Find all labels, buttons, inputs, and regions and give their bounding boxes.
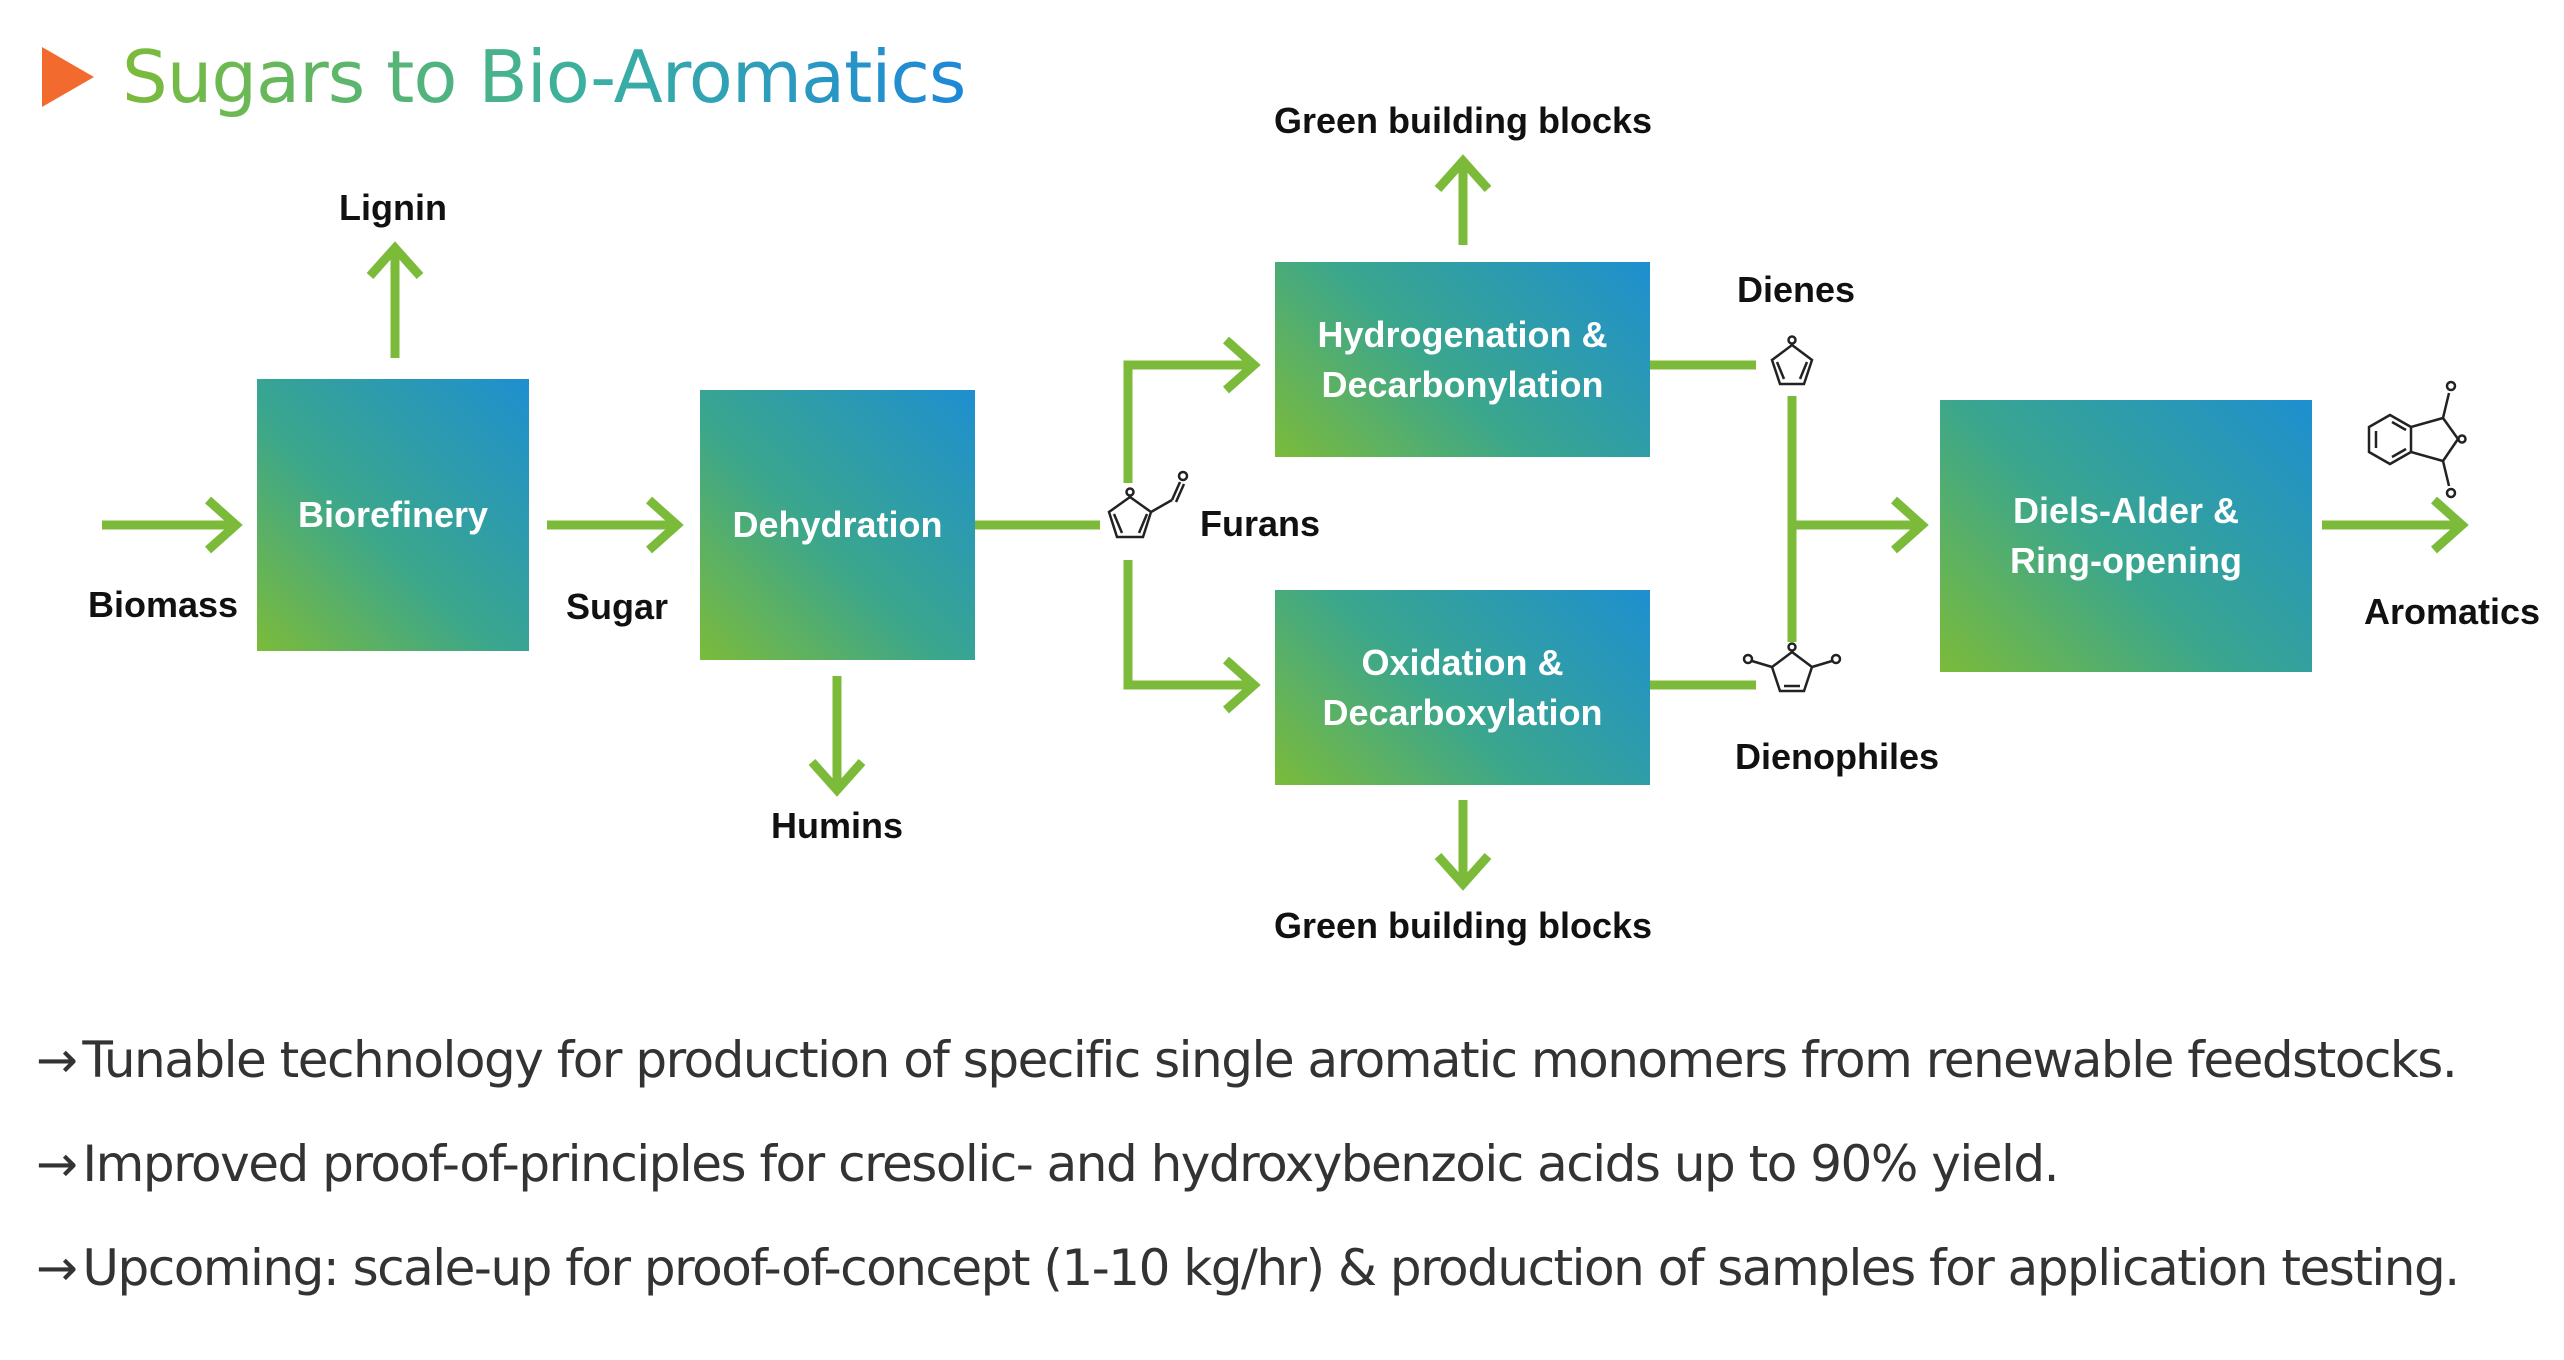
dehydration-box: Dehydration: [700, 390, 975, 660]
arrowhead: [646, 496, 684, 554]
furfural-structure-icon: [1107, 470, 1189, 539]
aromatics-label: Aromatics: [2364, 591, 2541, 632]
biorefinery-box: Biorefinery: [257, 379, 529, 651]
biorefinery-label: Biorefinery: [297, 494, 489, 535]
arrowhead: [366, 241, 424, 279]
oxidation-label-line1: Oxidation &: [1361, 641, 1564, 683]
diels-alder-label-line2: Ring-opening: [2010, 540, 2242, 581]
furan-structure-icon: [1770, 335, 1814, 386]
bullet-text: Tunable technology for production of spe…: [82, 1031, 2457, 1089]
bullet-list: →Tunable technology for production of sp…: [36, 1030, 2460, 1342]
green-building-blocks-bottom-label: Green building blocks: [1273, 905, 1653, 946]
arrow-furans-to-oxidation: [1123, 560, 1250, 690]
hydrogenation-label-line1: Hydrogenation &: [1317, 313, 1608, 355]
flow-connectors: [102, 154, 2469, 891]
arrowhead: [205, 496, 243, 554]
dehydration-label: Dehydration: [732, 504, 943, 545]
title-bar: Sugars to Bio-Aromatics: [42, 22, 966, 132]
oxidation-decarboxylation-box: Oxidation & Decarboxylation: [1275, 590, 1650, 785]
diels-alder-ring-opening-box: Diels-Alder & Ring-opening: [1940, 400, 2312, 672]
bullet-item: →Improved proof-of-principles for cresol…: [36, 1134, 2459, 1238]
bullet-text: Upcoming: scale-up for proof-of-concept …: [82, 1239, 2460, 1297]
diels-alder-label-line1: Diels-Alder &: [2012, 490, 2240, 531]
green-building-blocks-top-label: Green building blocks: [1273, 100, 1653, 141]
sugar-label: Sugar: [566, 586, 669, 627]
dienophiles-label: Dienophiles: [1735, 736, 1940, 777]
phthalic-anhydride-structure-icon: [2367, 380, 2467, 499]
maleic-anhydride-structure-icon: [1742, 642, 1842, 693]
play-triangle-icon: [42, 47, 94, 107]
bullet-item: →Upcoming: scale-up for proof-of-concept…: [36, 1238, 2460, 1342]
arrowhead: [1434, 154, 1492, 192]
hydrogenation-decarbonylation-box: Hydrogenation & Decarbonylation: [1275, 262, 1650, 457]
arrowhead: [1223, 336, 1261, 394]
page-title: Sugars to Bio-Aromatics: [122, 35, 966, 119]
bullet-item: →Tunable technology for production of sp…: [36, 1030, 2459, 1134]
bullet-text: Improved proof-of-principles for cresoli…: [82, 1135, 2059, 1193]
right-arrow-icon: →: [36, 1239, 78, 1297]
furans-label: Furans: [1200, 503, 1321, 544]
oxidation-label-line2: Decarboxylation: [1322, 691, 1603, 733]
arrow-furans-to-hydrogenation: [1123, 360, 1250, 483]
arrowhead: [1223, 656, 1261, 714]
humins-label: Humins: [770, 805, 904, 846]
arrowhead: [808, 759, 866, 797]
lignin-label: Lignin: [339, 187, 447, 228]
right-arrow-icon: →: [36, 1135, 78, 1193]
arrowhead: [2431, 496, 2469, 554]
arrowhead: [1434, 853, 1492, 891]
arrowhead: [1891, 496, 1929, 554]
right-arrow-icon: →: [36, 1031, 78, 1089]
hydrogenation-label-line2: Decarbonylation: [1321, 363, 1604, 405]
dienes-label: Dienes: [1737, 269, 1856, 310]
biomass-label: Biomass: [88, 584, 239, 625]
